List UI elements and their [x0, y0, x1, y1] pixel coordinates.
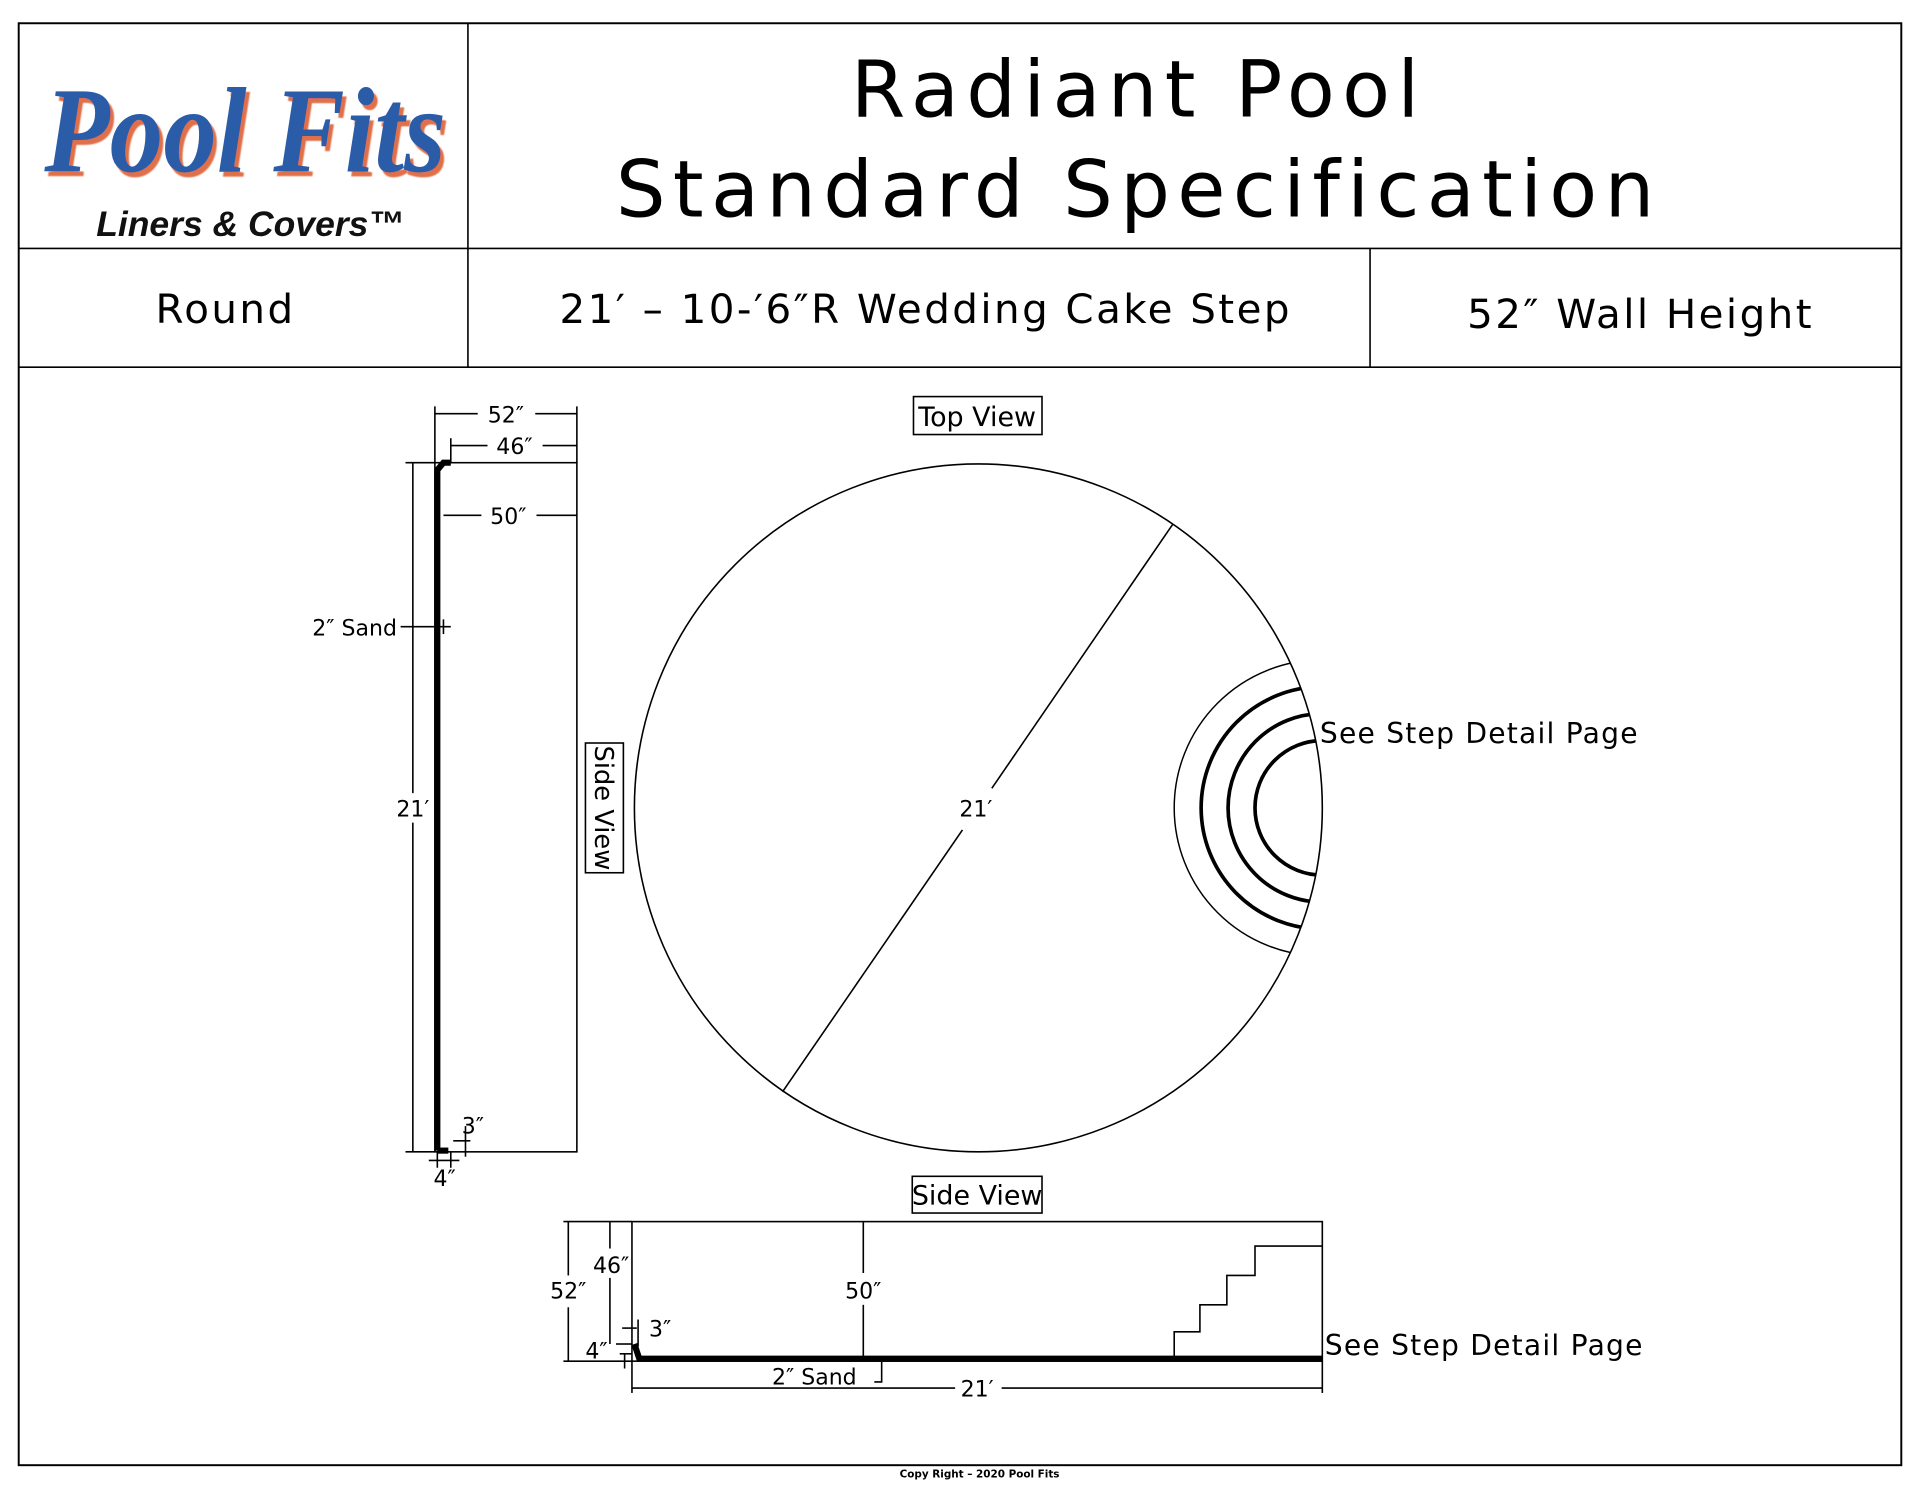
top-view: Top View 21′ See Step Detail Page: [633, 395, 1639, 1153]
pool-fits-logo: Pool Fits Liners & Covers™: [44, 63, 446, 244]
side-view-horizontal: Side View 50″ 52″ 46″ 3″ 4″ 2″ Sand 21′ …: [550, 1175, 1644, 1403]
side-view-vertical: 52″ 46″ 50″ 2″ Sand 21′ 3″ 4″ Side View: [312, 403, 625, 1192]
dim-52: 52″: [488, 403, 524, 428]
copyright: Copy Right – 2020 Pool Fits: [900, 1468, 1060, 1480]
pool-shape: Round: [156, 286, 296, 333]
title-line1: Radiant Pool: [851, 44, 1427, 135]
pool-outline: [633, 463, 1324, 1153]
dim-4-h: 4″: [585, 1340, 607, 1365]
dim-4: 4″: [434, 1167, 456, 1192]
length-label: 21′: [396, 797, 429, 822]
frame: [17, 22, 1903, 1467]
side-view-label-horizontal: Side View: [912, 1180, 1043, 1211]
top-view-label: Top View: [917, 402, 1036, 433]
title-line2: Standard Specification: [616, 145, 1662, 236]
side-view-label-vertical: Side View: [588, 746, 618, 871]
sand-label-h: 2″ Sand: [772, 1365, 857, 1390]
step-note-side: See Step Detail Page: [1325, 1329, 1644, 1362]
dim-3-h: 3″: [649, 1318, 671, 1343]
dim-52-h: 52″: [550, 1280, 586, 1305]
step-note-top: See Step Detail Page: [1320, 717, 1639, 750]
dim-46: 46″: [496, 435, 532, 460]
dim-3: 3″: [462, 1114, 484, 1139]
sand-label: 2″ Sand: [312, 616, 397, 641]
diameter-label: 21′: [959, 797, 992, 822]
logo-brand: Pool Fits: [44, 63, 446, 198]
wedding-cake-step: [1173, 659, 1323, 957]
length-label-h: 21′: [961, 1378, 994, 1403]
dim-50: 50″: [490, 505, 526, 530]
logo-tagline: Liners & Covers™: [96, 204, 404, 244]
dim-50-h: 50″: [845, 1280, 881, 1305]
wall-height: 52″ Wall Height: [1467, 291, 1814, 338]
dim-46-h: 46″: [593, 1254, 629, 1279]
pool-size: 21′ – 10-′6″R Wedding Cake Step: [559, 286, 1291, 333]
